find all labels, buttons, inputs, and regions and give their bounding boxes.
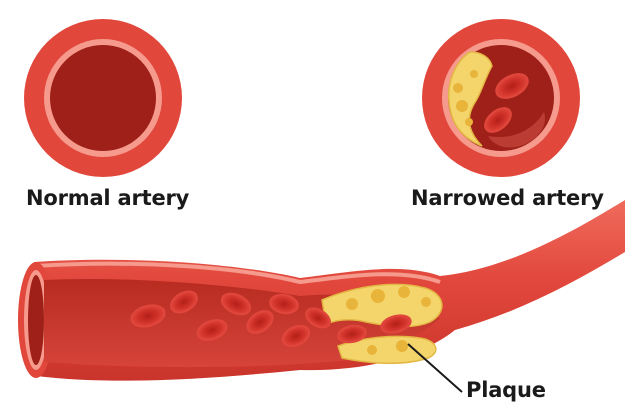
plaque-spot [453, 83, 463, 93]
plaque-spot [421, 297, 431, 307]
plaque-spot [470, 70, 478, 78]
normal-artery-label: Normal artery [26, 186, 189, 210]
plaque-label: Plaque [466, 378, 546, 402]
narrowed-artery-label: Narrowed artery [411, 186, 604, 210]
normal-artery-cross-section [24, 19, 182, 177]
narrowed-artery-cross-section [422, 19, 580, 177]
plaque-spot [371, 289, 385, 303]
normal-artery-lumen [50, 45, 156, 151]
plaque-spot [456, 100, 468, 112]
artery-longitudinal-view [18, 200, 625, 392]
plaque-spot [398, 286, 410, 298]
plaque-spot [396, 340, 408, 352]
artery-opening-lumen [28, 275, 44, 365]
plaque-spot [346, 298, 358, 310]
plaque-spot [465, 118, 473, 126]
plaque-spot [367, 345, 377, 355]
